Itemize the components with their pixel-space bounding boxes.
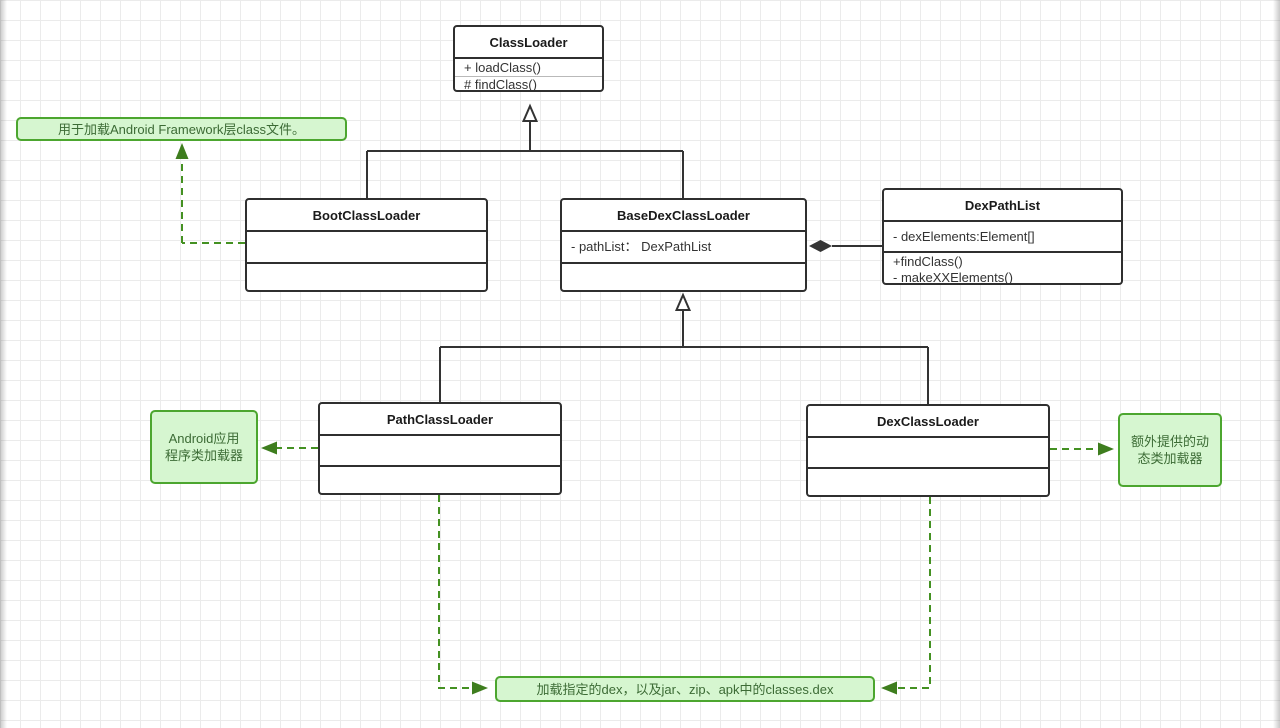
- note-text: 用于加载Android Framework层class文件。: [57, 121, 306, 137]
- class-attributes-compartment: [320, 434, 560, 465]
- left-window-edge: [0, 0, 7, 728]
- class-box-dexpathlist[interactable]: DexPathList - dexElements:Element[] +fin…: [882, 188, 1123, 285]
- class-title: ClassLoader: [489, 34, 568, 50]
- class-title: DexPathList: [964, 197, 1041, 213]
- note-dynamic-loader[interactable]: 额外提供的动 态类加载器: [1118, 413, 1222, 487]
- class-attribute: - pathList： DexPathList: [571, 239, 712, 254]
- note-link-app-loader[interactable]: [261, 441, 318, 455]
- class-attribute: - dexElements:Element[]: [893, 228, 1035, 244]
- class-box-pathclassloader[interactable]: PathClassLoader: [318, 402, 562, 495]
- class-title: PathClassLoader: [386, 411, 494, 427]
- inheritance-to-basedexclassloader[interactable]: [439, 292, 929, 404]
- green-arrowhead-icon: [472, 681, 488, 695]
- note-framework[interactable]: 用于加载Android Framework层class文件。: [16, 117, 347, 141]
- green-arrowhead-icon: [1098, 442, 1114, 456]
- class-title: DexClassLoader: [877, 413, 979, 429]
- class-box-dexclassloader[interactable]: DexClassLoader: [806, 404, 1050, 497]
- class-box-basedexclassloader[interactable]: BaseDexClassLoader - pathList： DexPathLi…: [560, 198, 807, 292]
- note-text-line: 态类加载器: [1137, 451, 1203, 466]
- note-text: 加载指定的dex，以及jar、zip、apk中的classes.dex: [536, 681, 834, 697]
- class-method-static: - makeXXElements(): [893, 270, 1013, 283]
- green-arrowhead-icon: [261, 441, 277, 455]
- class-methods-compartment: [247, 262, 486, 290]
- class-methods-compartment: [320, 465, 560, 493]
- note-link-load-dex-left[interactable]: [438, 495, 488, 695]
- hollow-triangle-arrow-icon: [674, 292, 692, 311]
- note-link-framework[interactable]: [175, 143, 246, 244]
- class-title: BaseDexClassLoader: [617, 207, 750, 223]
- note-link-load-dex-right[interactable]: [881, 497, 931, 695]
- class-methods-compartment: [808, 467, 1048, 495]
- note-text-line: 程序类加载器: [164, 448, 243, 463]
- class-attributes-compartment: [808, 436, 1048, 467]
- green-arrowhead-icon: [881, 681, 897, 695]
- class-methods-compartment: [562, 262, 805, 290]
- inheritance-to-classloader[interactable]: [366, 103, 684, 198]
- composition-basedex-dexpathlist[interactable]: [809, 240, 882, 252]
- note-app-loader[interactable]: Android应用 程序类加载器: [150, 410, 258, 484]
- class-title: BootClassLoader: [312, 207, 421, 223]
- hollow-triangle-arrow-icon: [521, 103, 539, 122]
- note-text-line: Android应用: [168, 431, 240, 446]
- class-method: # findClass(): [455, 76, 602, 90]
- class-method: +findClass(): [893, 254, 963, 269]
- class-attributes-compartment: - dexElements:Element[]: [884, 220, 1121, 251]
- class-box-bootclassloader[interactable]: BootClassLoader: [245, 198, 488, 292]
- right-window-edge: [1273, 0, 1280, 728]
- note-link-dynamic-loader[interactable]: [1050, 442, 1114, 456]
- class-methods-compartment: + loadClass() # findClass(): [455, 57, 602, 90]
- class-box-classloader[interactable]: ClassLoader + loadClass() # findClass(): [453, 25, 604, 92]
- green-arrowhead-icon: [175, 143, 189, 159]
- class-attributes-compartment: [247, 230, 486, 262]
- filled-diamond-icon: [809, 240, 832, 252]
- class-method: + loadClass(): [464, 60, 541, 75]
- note-load-dex[interactable]: 加载指定的dex，以及jar、zip、apk中的classes.dex: [495, 676, 875, 702]
- class-methods-compartment: +findClass() - makeXXElements(): [884, 251, 1121, 283]
- class-attributes-compartment: - pathList： DexPathList: [562, 230, 805, 262]
- note-text-line: 额外提供的动: [1130, 434, 1209, 449]
